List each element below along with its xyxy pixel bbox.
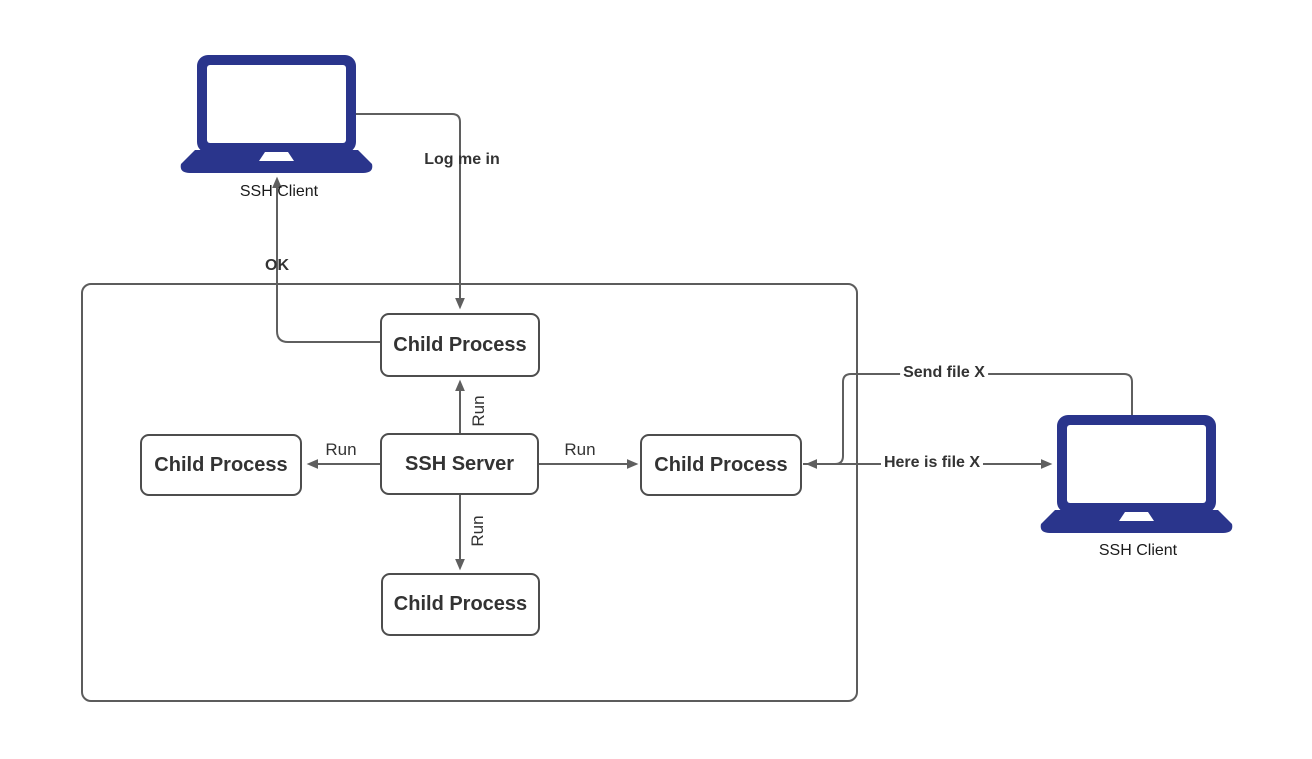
edge-label-ok: OK — [265, 257, 289, 274]
node-label: Child Process — [654, 453, 788, 476]
node-child-process-right: Child Process — [640, 434, 802, 496]
laptop-icon-svg — [1040, 415, 1233, 533]
edge-log-me-in — [356, 113, 465, 310]
laptop-icon — [1040, 415, 1233, 533]
edge-send-file-x — [805, 373, 1133, 469]
edge-label-send-file-x: Send file X — [900, 364, 988, 382]
laptop-icon — [180, 55, 373, 173]
edge-label-run-down: Run — [468, 515, 487, 547]
node-label: Child Process — [393, 593, 528, 615]
node-child-process-left: Child Process — [140, 434, 302, 496]
edge-ok — [272, 176, 380, 343]
node-child-process-top: Child Process — [380, 313, 540, 377]
node-label: Child Process — [393, 333, 527, 356]
edge-label-run-up: Run — [469, 395, 488, 427]
node-child-process-bottom: Child Process — [381, 573, 540, 636]
laptop-icon-svg — [180, 55, 373, 173]
node-ssh-server: SSH Server — [380, 433, 539, 495]
node-label: Child Process — [154, 453, 288, 476]
edge-label-here-is-file-x: Here is file X — [880, 454, 984, 472]
edge-label-run-right: Run — [564, 440, 596, 459]
laptop-label-top: SSH Client — [239, 183, 319, 200]
server-host-container — [81, 283, 858, 702]
edge-label-log-me-in: Log me in — [424, 151, 500, 168]
laptop-label-right: SSH Client — [1098, 542, 1178, 559]
edge-label-run-left: Run — [325, 440, 357, 459]
node-label: SSH Server — [405, 452, 514, 475]
